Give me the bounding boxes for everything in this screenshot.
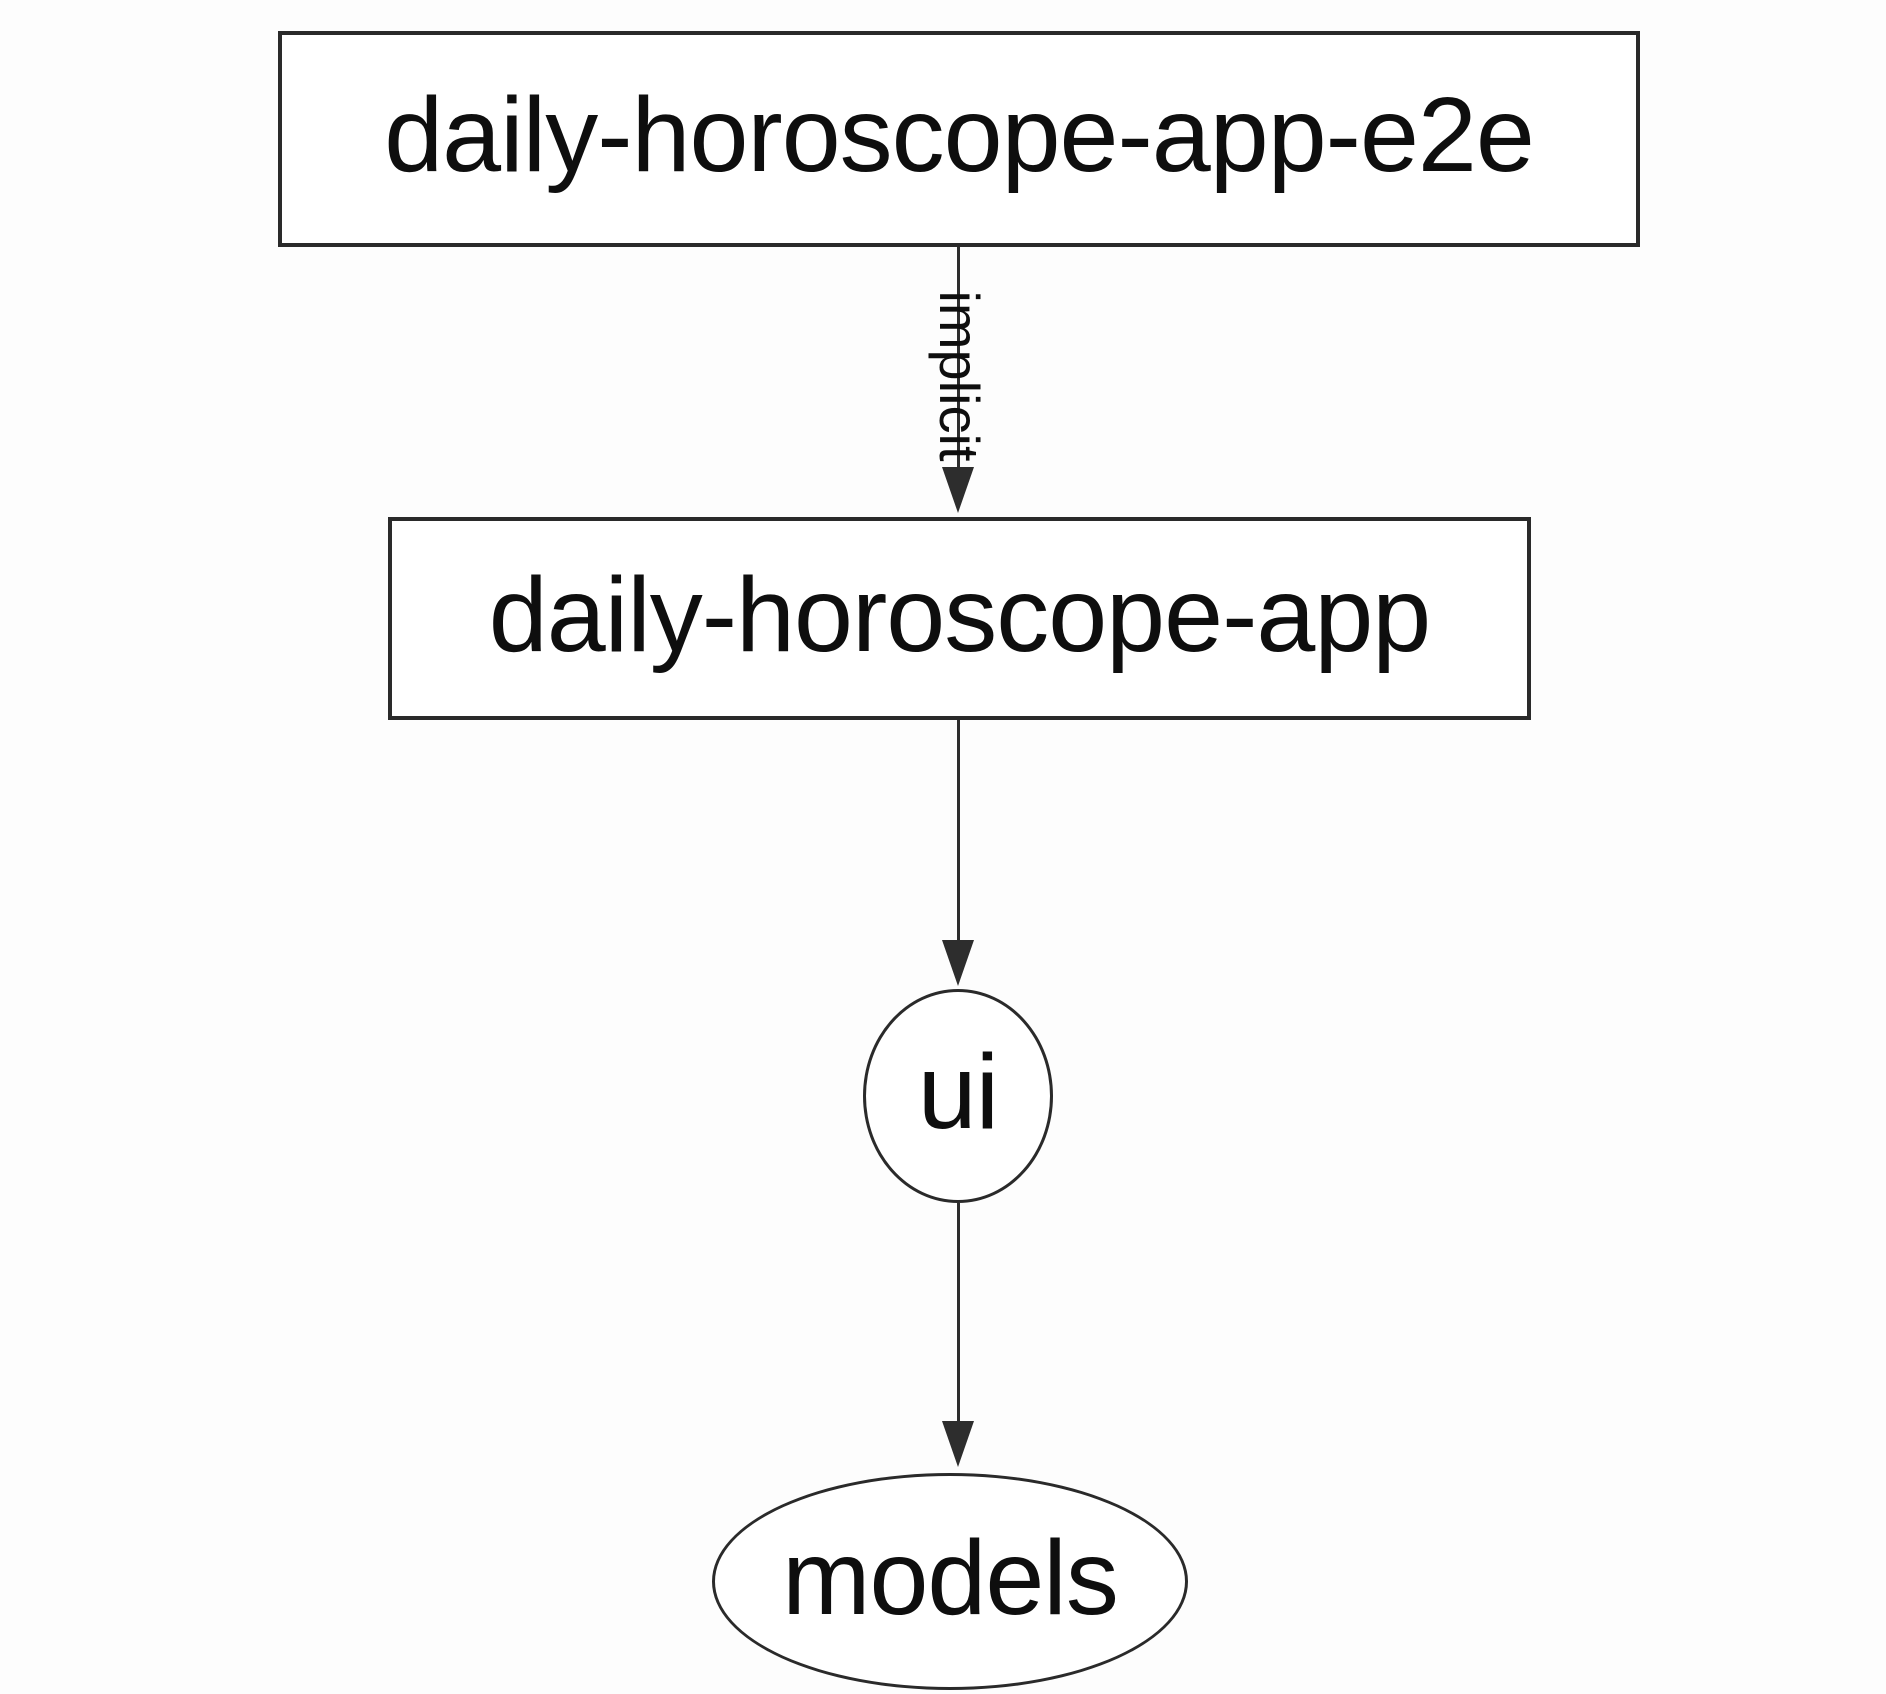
node-label: daily-horoscope-app (488, 555, 1431, 674)
node-daily-horoscope-app[interactable]: daily-horoscope-app (388, 517, 1531, 720)
arrowhead-down-icon (942, 467, 974, 513)
arrowhead-down-icon (942, 1421, 974, 1467)
node-label: ui (917, 1033, 1000, 1151)
arrowhead-down-icon (942, 940, 974, 986)
edge-label-implicit: implicit (928, 290, 991, 462)
edge-app-to-ui-line (957, 720, 960, 942)
node-label: daily-horoscope-app-e2e (384, 76, 1535, 194)
node-daily-horoscope-app-e2e[interactable]: daily-horoscope-app-e2e (278, 31, 1640, 247)
edge-e2e-to-app-line (957, 247, 960, 470)
node-label: models (782, 1518, 1119, 1637)
node-models[interactable]: models (712, 1473, 1188, 1690)
edge-ui-to-models-line (957, 1203, 960, 1424)
node-ui[interactable]: ui (863, 989, 1053, 1203)
